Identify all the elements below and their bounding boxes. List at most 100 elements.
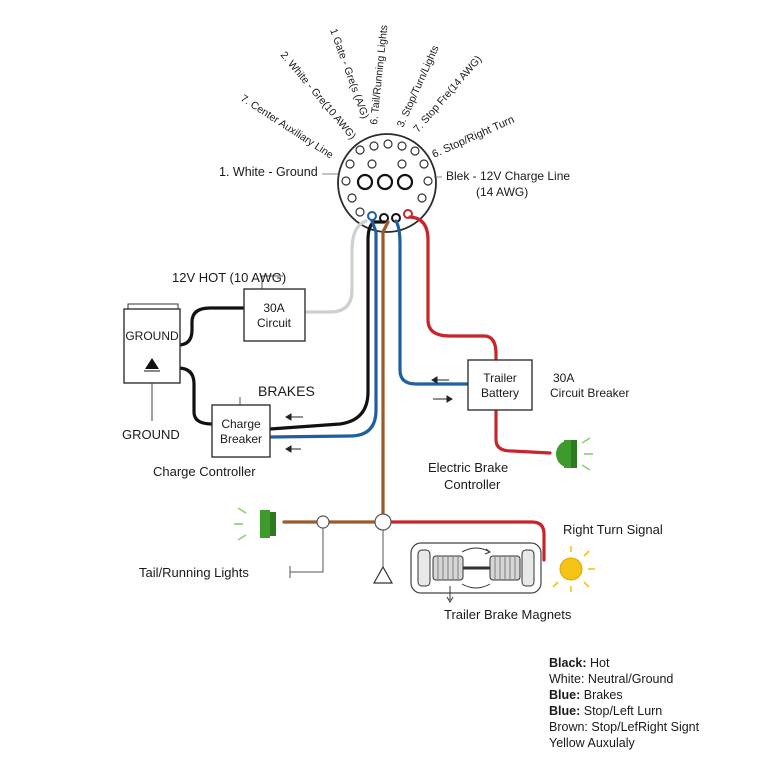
- light-rays: [234, 507, 247, 541]
- charge-breaker-box: [211, 404, 271, 458]
- legend-value: Neutral/Ground: [587, 672, 674, 686]
- pin-label-charge-line: Blek - 12V Charge Line: [446, 169, 570, 183]
- light-rays: [581, 437, 593, 471]
- electric-brake-label-2: Controller: [444, 477, 501, 492]
- legend-key: Black:: [549, 656, 587, 670]
- pin-socket: [367, 159, 377, 169]
- legend-value: Hot: [590, 656, 610, 670]
- legend-value: Stop/Left Lurn: [583, 704, 663, 718]
- legend-key: White:: [549, 672, 585, 686]
- circuit-30a-box: [243, 288, 306, 342]
- blue-wire-battery: [394, 219, 470, 386]
- right-turn-label: Right Turn Signal: [563, 522, 663, 537]
- pin-socket: [355, 207, 365, 217]
- right-turn-light-icon: [552, 546, 595, 592]
- terminal: [376, 173, 394, 191]
- light-bulb: [559, 557, 583, 581]
- electric-brake-label-1: Electric Brake: [428, 460, 508, 475]
- terminal: [356, 173, 374, 191]
- trailer-battery-box: [467, 359, 533, 411]
- black-wire-ground: [176, 366, 214, 426]
- tail-running-label: Tail/Running Lights: [139, 565, 249, 580]
- magnet-end: [521, 549, 535, 587]
- pin-label-stop-right: 6. Stop/Right Turn: [430, 114, 516, 161]
- pin-label-tail-running: 6. Tail/Running Lights: [368, 24, 390, 125]
- pin-socket: [345, 159, 355, 169]
- trailer-battery-label-1: Trailer: [483, 371, 517, 385]
- brakes-label: BRAKES: [258, 383, 315, 399]
- pin-label-white-ground: 1. White - Ground: [219, 165, 318, 179]
- legend-value: Auxulaly: [587, 736, 635, 750]
- connector: [337, 133, 437, 233]
- ray: [237, 507, 247, 514]
- magnet-arc-head: [484, 548, 492, 555]
- ray: [583, 550, 590, 557]
- charge-breaker-label-2: Breaker: [220, 432, 262, 446]
- red-wire-light: [494, 408, 552, 455]
- leader-lines: [322, 173, 442, 178]
- ground-symbol: [145, 358, 159, 369]
- light-base: [260, 510, 270, 538]
- legend-row: Blue: Brakes: [549, 687, 749, 703]
- ray: [552, 581, 559, 588]
- trailer-battery-label-2: Battery: [481, 386, 519, 400]
- legend-value: Stop/LefRight Signt: [591, 720, 700, 734]
- pin-socket: [369, 141, 379, 151]
- ray: [583, 581, 590, 588]
- legend-row: Black: Hot: [549, 655, 749, 671]
- magnet-lead-head: [446, 596, 454, 603]
- ray: [581, 437, 591, 444]
- ground-box-label: GROUND: [125, 329, 179, 343]
- terminal: [396, 173, 414, 191]
- tail-green-light-icon: [234, 507, 276, 541]
- legend-row: Yellow Auxulaly: [549, 735, 749, 751]
- legend-value: Brakes: [583, 688, 623, 702]
- legend-key: Brown:: [549, 720, 588, 734]
- blue-wire-brakes: [268, 219, 378, 439]
- legend-row: Brown: Stop/LefRight Signt: [549, 719, 749, 735]
- tail-leader: [290, 528, 324, 573]
- battery-arrows: [431, 376, 453, 403]
- junction: [316, 515, 330, 529]
- center-terminals: [356, 173, 414, 191]
- brake-magnets-label: Trailer Brake Magnets: [444, 607, 572, 622]
- breaker-30a-label-1: 30A: [553, 371, 574, 385]
- charge-breaker-label-1: Charge: [221, 417, 261, 431]
- legend: Black: Hot White: Neutral/Ground Blue: B…: [549, 655, 749, 751]
- hot-label: 12V HOT (10 AWG): [172, 270, 286, 285]
- pin-socket: [417, 193, 427, 203]
- connector-pins: [341, 139, 433, 217]
- ray: [581, 464, 591, 471]
- ground-box: GROUND: [123, 303, 181, 384]
- right-green-light-icon: [556, 437, 593, 471]
- circuit-30a-label-2: Circuit: [257, 316, 292, 330]
- black-wire-hot: [176, 306, 246, 347]
- light-mount: [270, 512, 276, 536]
- legend-key: Yellow: [549, 736, 585, 750]
- breaker-30a-label-2: Circuit Breaker: [550, 386, 629, 400]
- legend-key: Blue:: [549, 704, 581, 718]
- pin-socket: [397, 141, 407, 151]
- pin-socket: [341, 176, 351, 186]
- legend-row: White: Neutral/Ground: [549, 671, 749, 687]
- arrow-head: [285, 413, 292, 421]
- red-wire-battery: [408, 215, 498, 362]
- terminal-blue: [367, 211, 377, 221]
- coil-windings: [437, 557, 516, 579]
- magnet-end: [417, 549, 431, 587]
- white-wire: [303, 219, 368, 314]
- legend-key: Blue:: [549, 688, 581, 702]
- hot-leader: [261, 275, 283, 289]
- magnet-arc: [461, 583, 491, 589]
- ray: [237, 534, 247, 541]
- ground-label: GROUND: [122, 427, 180, 442]
- pin-socket: [355, 145, 365, 155]
- legend-row: Blue: Stop/Left Lurn: [549, 703, 749, 719]
- pin-socket: [410, 146, 420, 156]
- pin-label-charge-awg: (14 AWG): [476, 185, 528, 199]
- brown-wire-trunk: [381, 220, 390, 517]
- pin-socket: [397, 159, 407, 169]
- charge-controller-label: Charge Controller: [153, 464, 256, 479]
